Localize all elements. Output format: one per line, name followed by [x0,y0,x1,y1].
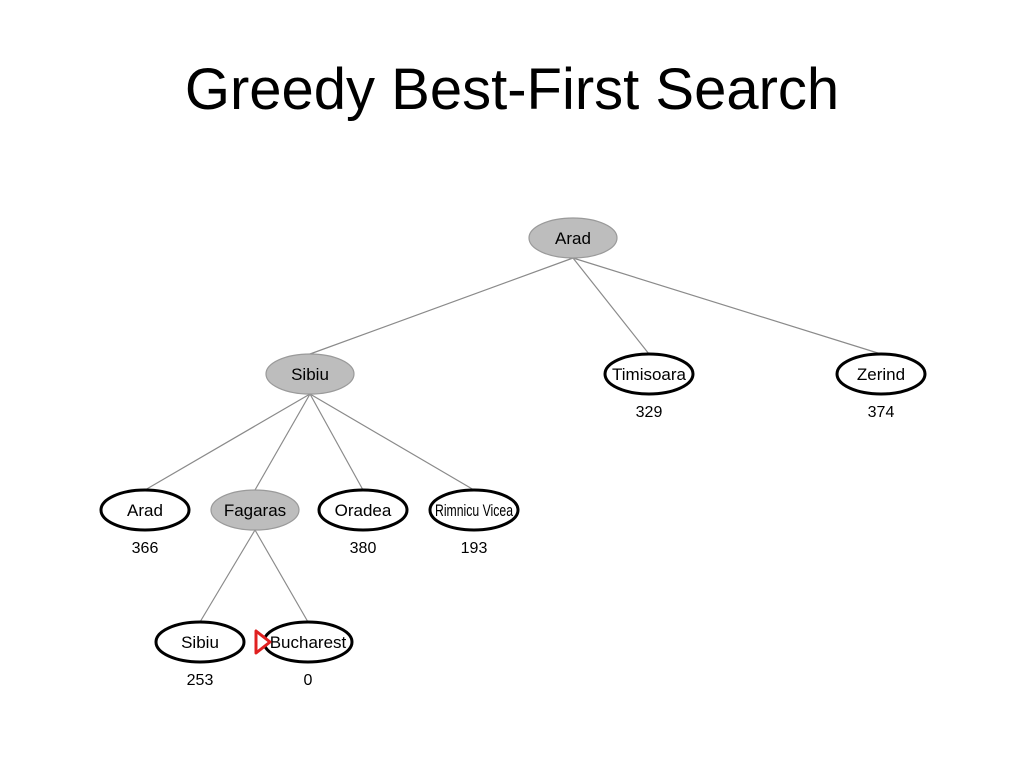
tree-node-rimnicu: Rimnicu Vicea [428,488,520,532]
node-ellipse-arad-root [528,217,618,259]
goal-marker-icon [254,629,272,655]
tree-node-zerind: Zerind [835,352,927,396]
edge-sibiu-to-fagaras [254,393,311,491]
node-ellipse-sibiu-2 [154,620,246,664]
node-ellipse-timisoara [603,352,695,396]
heuristic-value-arad-2: 366 [132,540,159,557]
edge-sibiu-to-arad-2 [144,393,311,491]
node-label-zerind: Zerind [857,365,905,384]
tree-edges [144,257,882,623]
node-label-arad-2: Arad [127,501,163,520]
heuristic-value-zerind: 374 [868,404,895,421]
node-ellipse-oradea [317,488,409,532]
edge-sibiu-to-rimnicu [309,393,475,491]
heuristic-value-bucharest: 0 [304,672,313,689]
node-label-timisoara: Timisoara [612,365,687,384]
tree-node-arad-root: Arad [528,217,618,259]
node-ellipse-arad-2 [99,488,191,532]
tree-node-timisoara: Timisoara [603,352,695,396]
node-label-oradea: Oradea [335,501,392,520]
heuristic-value-sibiu-2: 253 [187,672,214,689]
node-label-sibiu-2: Sibiu [181,633,219,652]
tree-node-oradea: Oradea [317,488,409,532]
node-ellipse-fagaras [210,489,300,531]
slide-title: Greedy Best-First Search [184,57,840,122]
tree-node-arad-2: Arad [99,488,191,532]
node-label-arad-root: Arad [555,229,591,248]
node-label-bucharest: Bucharest [270,633,347,652]
goal-marker-layer [254,629,272,655]
edge-fagaras-to-bucharest [254,529,309,623]
node-ellipse-rimnicu [428,488,520,532]
edge-arad-root-to-zerind [572,257,882,355]
node-ellipse-zerind [835,352,927,396]
edge-sibiu-to-oradea [309,393,364,491]
heuristic-value-timisoara: 329 [636,404,663,421]
tree-node-bucharest: Bucharest [262,620,354,664]
heuristic-value-oradea: 380 [350,540,377,557]
edge-fagaras-to-sibiu-2 [199,529,256,623]
node-ellipse-sibiu [265,353,355,395]
edge-arad-root-to-sibiu [309,257,574,355]
node-label-fagaras: Fagaras [224,501,286,520]
tree-node-sibiu: Sibiu [265,353,355,395]
edge-arad-root-to-timisoara [572,257,650,355]
heuristic-value-rimnicu: 193 [461,540,488,557]
tree-node-sibiu-2: Sibiu [154,620,246,664]
node-label-sibiu: Sibiu [291,365,329,384]
tree-node-fagaras: Fagaras [210,489,300,531]
node-label-rimnicu: Rimnicu Vicea [435,501,513,520]
